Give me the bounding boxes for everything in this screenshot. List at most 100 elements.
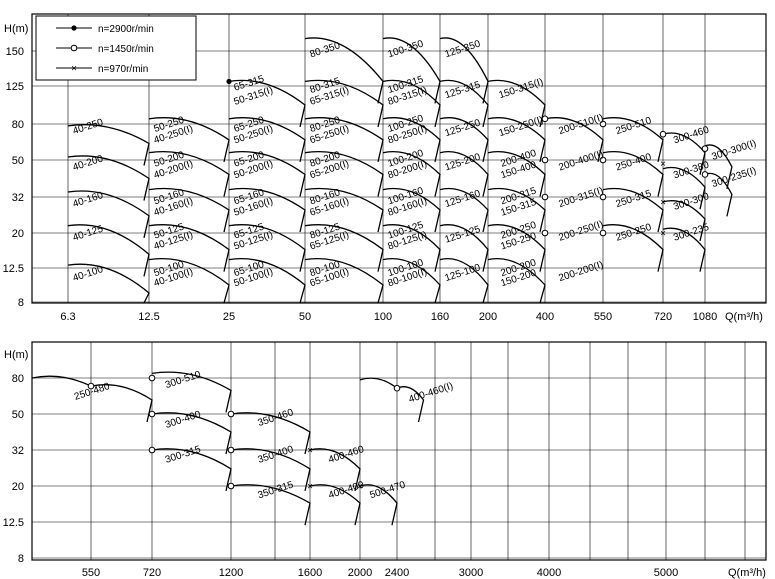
series-curve — [148, 187, 230, 233]
series-curve — [382, 224, 441, 272]
series-curve — [487, 117, 546, 163]
legend-label: n=970r/min — [98, 64, 148, 75]
marker-970: × — [307, 482, 313, 493]
x-tick-label: 200 — [479, 311, 497, 323]
curve-label: 125-350 — [444, 38, 483, 60]
series-curve — [704, 144, 733, 190]
marker-1450 — [393, 384, 401, 392]
y-tick-label: 50 — [12, 155, 24, 167]
marker-1450 — [227, 410, 235, 418]
series-curve — [148, 151, 230, 197]
x-tick-label: 720 — [654, 311, 672, 323]
marker-1450 — [148, 374, 156, 382]
legend-label: n=1450r/min — [98, 44, 154, 55]
x-tick-label: 25 — [223, 311, 235, 323]
x-tick-label: 6.3 — [60, 311, 75, 323]
series-curve — [359, 484, 398, 526]
x-tick-label: 4000 — [537, 567, 561, 579]
x-tick-label: 3000 — [459, 567, 483, 579]
curve-label: 300-300(I) — [710, 138, 757, 163]
series-curve — [439, 224, 489, 272]
series-curve — [662, 200, 706, 242]
marker-1450 — [599, 156, 607, 164]
series-curve — [544, 117, 604, 163]
y-tick-label: 32 — [12, 445, 24, 457]
series-curve — [304, 117, 384, 163]
series-curve — [228, 258, 306, 304]
x-tick-label: 12.5 — [138, 311, 159, 323]
y-tick-label: 12.5 — [3, 263, 24, 275]
curve-label: 125-315 — [444, 79, 483, 101]
series-curve — [309, 484, 361, 526]
y-tick-label: 50 — [12, 409, 24, 421]
x-tick-label: 5000 — [654, 567, 678, 579]
curve-label: 200-250(I) — [557, 219, 604, 244]
series-curve — [304, 79, 384, 128]
marker-1450 — [541, 156, 549, 164]
series-curve — [602, 187, 664, 233]
series-curve — [230, 484, 311, 526]
series-curve — [228, 117, 306, 163]
x-tick-label: 50 — [299, 311, 311, 323]
series-curve — [67, 190, 150, 239]
series-curve — [487, 258, 546, 304]
y-tick-label: 8 — [18, 297, 24, 309]
series-curve — [439, 79, 489, 128]
curve-label: 80-350 — [309, 40, 342, 60]
series-curve — [151, 412, 232, 455]
series-curve — [662, 227, 706, 272]
curve-label: 125-100 — [444, 262, 483, 284]
series-curve — [304, 37, 384, 104]
curve-label: 350-460 — [256, 407, 295, 429]
x-tick-label: 1600 — [298, 567, 322, 579]
x-axis-title: Q(m³/h) — [728, 567, 766, 579]
curve-label: 200-200(I) — [557, 259, 604, 284]
curve-label: 300-315 — [164, 444, 203, 466]
x-tick-label: 550 — [594, 311, 612, 323]
series-curve — [487, 187, 546, 233]
curve-label: 300-235(I) — [710, 165, 757, 190]
series-curve — [382, 79, 441, 128]
series-curve — [67, 155, 150, 201]
y-tick-label: 125 — [6, 81, 24, 93]
marker-1450 — [227, 482, 235, 490]
series-curve — [228, 79, 306, 128]
marker-1450 — [148, 410, 156, 418]
series-curve — [662, 132, 706, 175]
series-curve — [67, 124, 150, 166]
y-tick-label: 20 — [12, 481, 24, 493]
curve-label: 200-510(I) — [557, 112, 604, 137]
marker-1450 — [541, 229, 549, 237]
marker-1450 — [227, 446, 235, 454]
series-curve — [382, 37, 441, 104]
plot-frame — [31, 341, 767, 561]
x-tick-label: 1080 — [693, 311, 717, 323]
marker-1450 — [541, 193, 549, 201]
curve-label: 100-350 — [387, 38, 426, 60]
curve-label: 40-125 — [72, 223, 105, 243]
series-curve — [662, 166, 706, 210]
marker-1450 — [599, 229, 607, 237]
marker-970: × — [307, 446, 313, 457]
series-curve — [309, 448, 361, 492]
curve-label: 350-400 — [257, 444, 296, 466]
series-curve — [382, 117, 441, 163]
series-curve — [148, 117, 230, 163]
curve-label: 40-100 — [72, 264, 105, 284]
series-curve — [228, 224, 306, 272]
y-tick-label: 20 — [12, 228, 24, 240]
curve-label: 400-460(I) — [407, 381, 454, 406]
y-tick-label: 12.5 — [3, 517, 24, 529]
x-axis-title: Q(m³/h) — [725, 311, 763, 323]
series-curve — [304, 151, 384, 197]
x-tick-label: 2000 — [348, 567, 372, 579]
x-tick-label: 2400 — [385, 567, 409, 579]
marker-1450 — [701, 171, 709, 178]
x-tick-label: 550 — [82, 567, 100, 579]
y-tick-label: 80 — [12, 373, 24, 385]
series-curve — [148, 224, 230, 272]
series-curve — [602, 151, 664, 197]
series-curve — [67, 263, 150, 304]
